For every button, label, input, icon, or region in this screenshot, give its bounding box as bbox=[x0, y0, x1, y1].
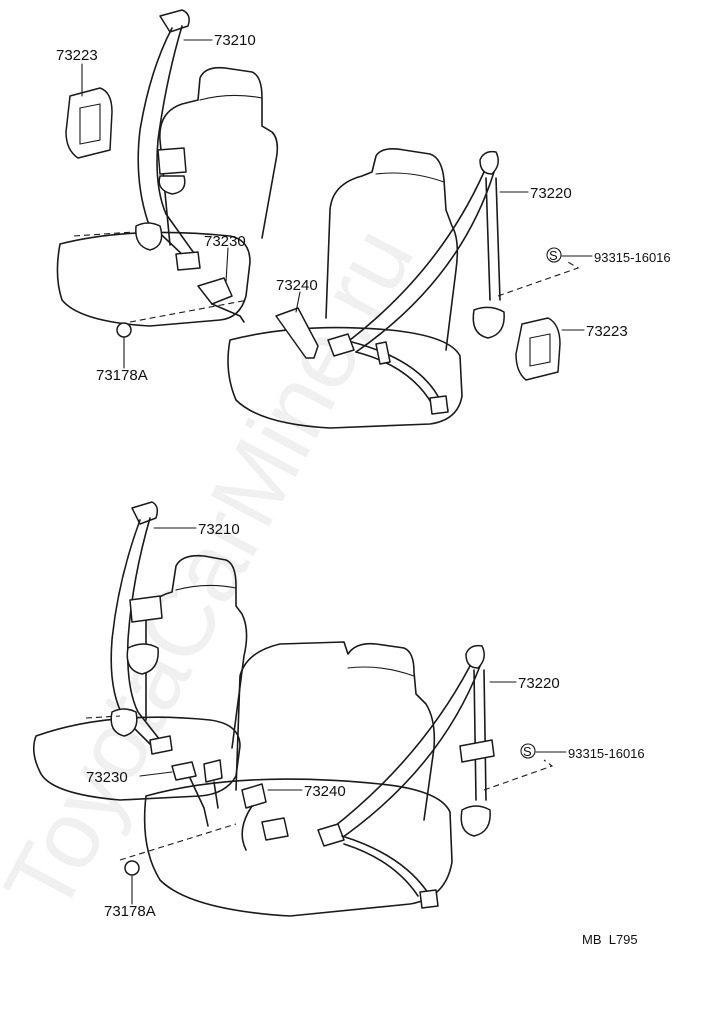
top-left-seat-cushion bbox=[56, 231, 251, 327]
bottom-73178a-cap bbox=[124, 860, 140, 876]
top-73223-cover-right bbox=[515, 317, 561, 381]
bottom-right-seat-back bbox=[235, 641, 436, 821]
top-73240-buckle bbox=[275, 307, 319, 359]
bottom-label-73210: 73210 bbox=[198, 521, 240, 538]
top-label-93315-16016: 93315-16016 bbox=[594, 250, 671, 265]
top-label-73210: 73210 bbox=[214, 32, 256, 49]
bottom-73220-anchor bbox=[465, 644, 485, 669]
top-73220-anchor bbox=[479, 150, 499, 175]
watermark: ToyotaCarMine.ru bbox=[0, 211, 434, 930]
top-label-73220: 73220 bbox=[530, 185, 572, 202]
top-73220-webbing bbox=[349, 171, 501, 353]
bottom-bolt-symbol: S bbox=[523, 744, 532, 759]
bottom-label-73220: 73220 bbox=[518, 675, 560, 692]
top-73223-cover-left bbox=[65, 87, 113, 159]
bottom-73220-retractor bbox=[460, 805, 491, 837]
diagram-code: MB L795 bbox=[582, 932, 638, 947]
bottom-label-73230: 73230 bbox=[86, 769, 128, 786]
top-right-seat-cushion bbox=[227, 326, 463, 429]
top-label-73223-left: 73223 bbox=[56, 47, 98, 64]
top-assembly: 73210 73223 73230 73240 73220 S 93315-16… bbox=[56, 9, 671, 429]
top-label-73230: 73230 bbox=[204, 233, 246, 250]
top-left-seat-back bbox=[159, 66, 279, 246]
top-right-seat-back bbox=[325, 148, 459, 351]
top-73210-anchor bbox=[159, 9, 190, 33]
bottom-73240-buckle bbox=[241, 783, 267, 809]
bottom-73210-retractor bbox=[126, 643, 159, 675]
bottom-73210-webbing bbox=[110, 517, 161, 747]
top-73210-webbing bbox=[137, 25, 197, 259]
bottom-73210-anchor bbox=[131, 501, 159, 525]
top-73220-retractor bbox=[472, 306, 505, 339]
bottom-right-seat-cushion bbox=[143, 778, 453, 917]
bottom-73230-buckle bbox=[171, 761, 197, 781]
top-73230-buckle bbox=[197, 277, 233, 305]
bottom-73220-webbing bbox=[329, 665, 487, 843]
top-73178a-cap bbox=[116, 322, 132, 338]
top-label-73178a: 73178A bbox=[96, 367, 148, 384]
top-label-73223-right: 73223 bbox=[586, 323, 628, 340]
bottom-label-93315-16016: 93315-16016 bbox=[568, 746, 645, 761]
bottom-label-73178a: 73178A bbox=[104, 903, 156, 920]
top-label-73240: 73240 bbox=[276, 277, 318, 294]
bottom-label-73240: 73240 bbox=[304, 783, 346, 800]
top-73210-retractor bbox=[135, 222, 163, 251]
bottom-assembly: 73210 73220 S 93315-16016 73230 73240 73… bbox=[32, 501, 645, 920]
top-bolt-symbol: S bbox=[549, 248, 558, 263]
